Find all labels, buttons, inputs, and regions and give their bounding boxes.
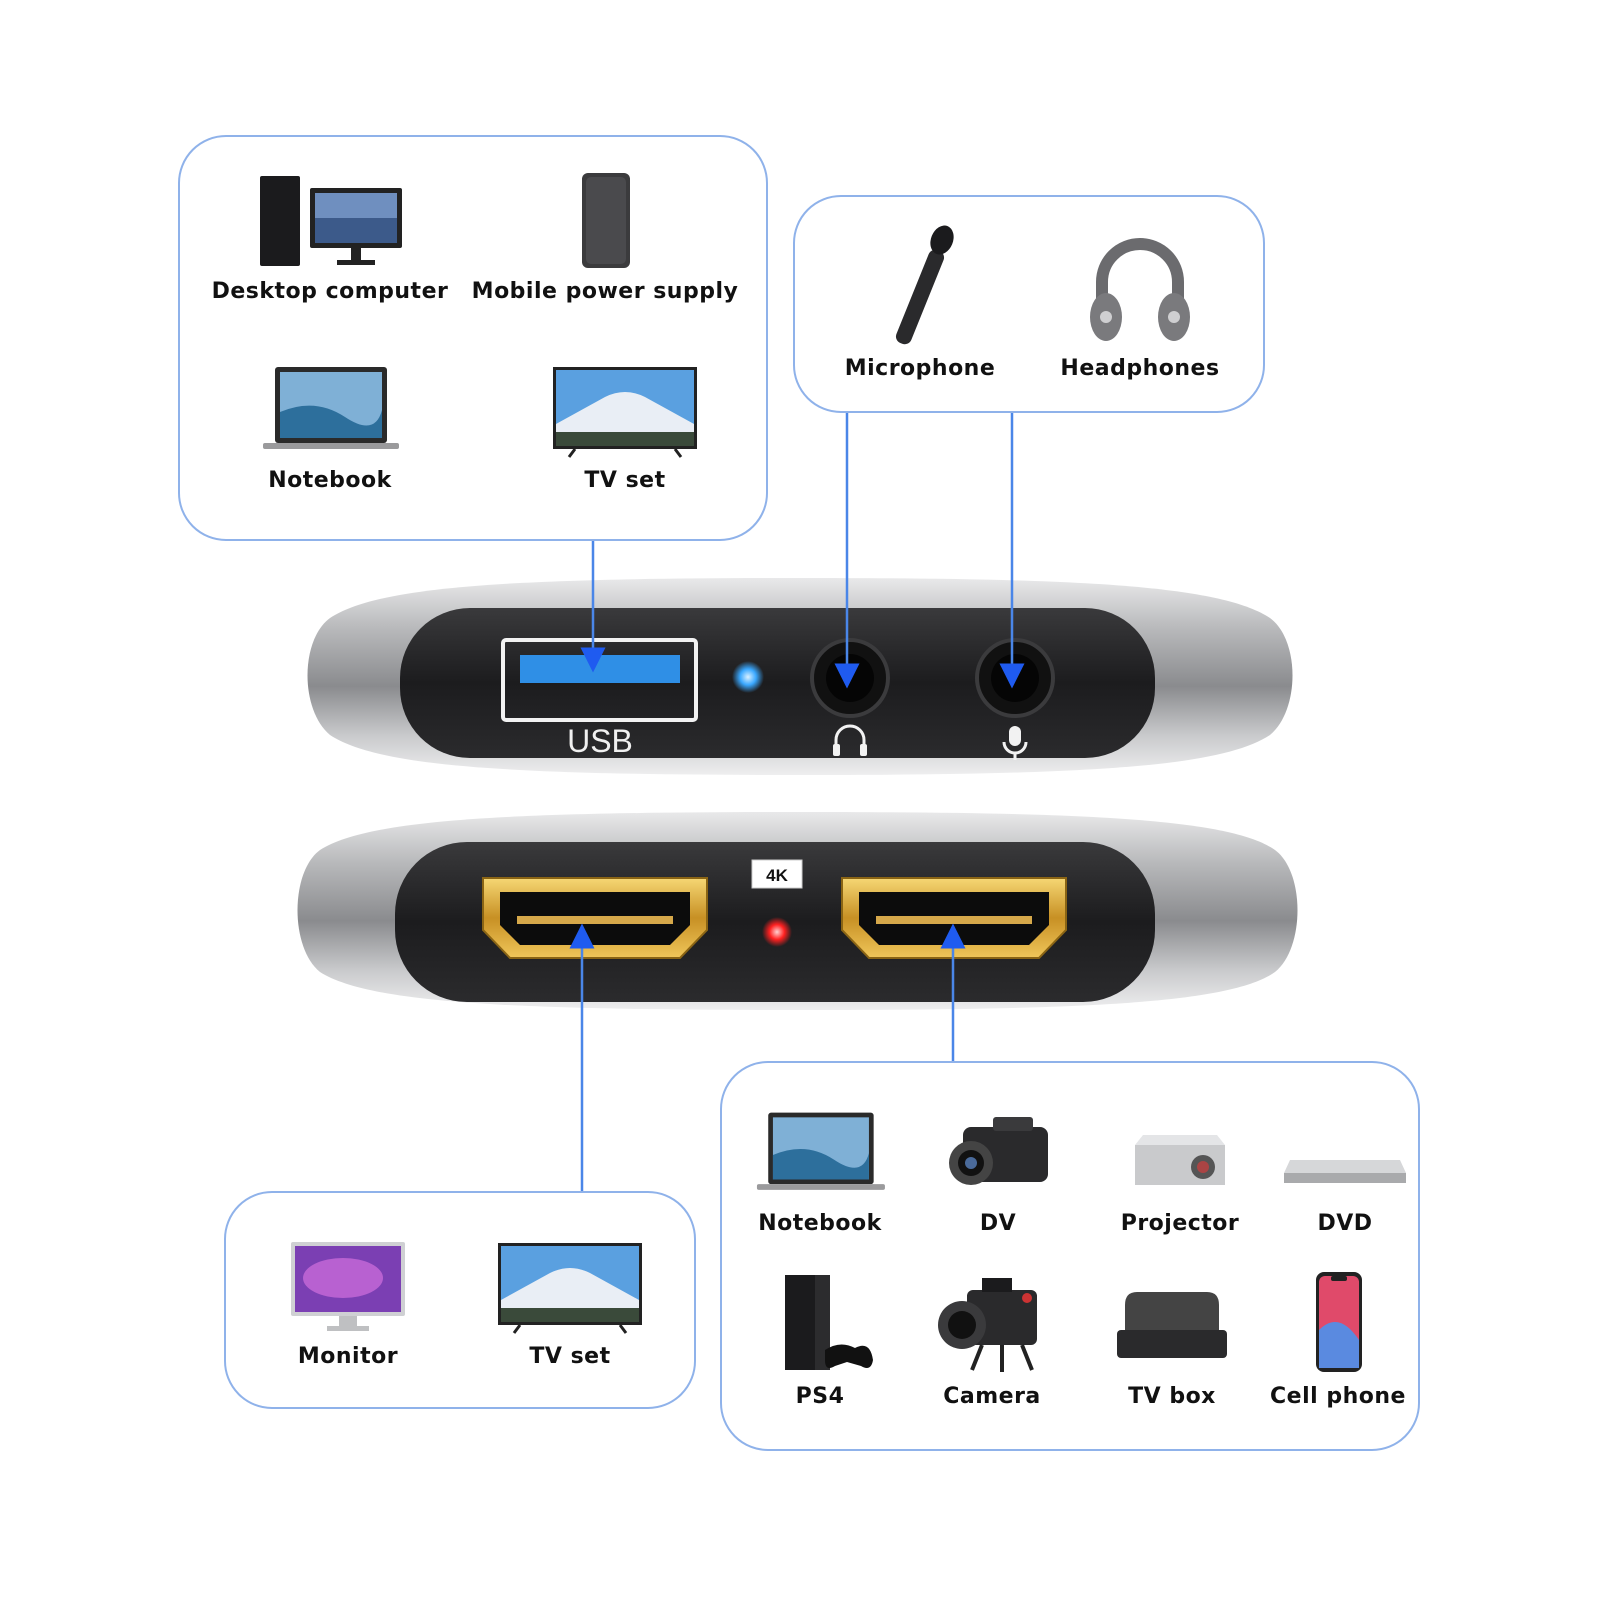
item-label: TV box bbox=[1128, 1384, 1216, 1409]
monitor-icon bbox=[291, 1242, 405, 1331]
status-led-red bbox=[762, 917, 792, 947]
item-label: DVD bbox=[1317, 1211, 1373, 1236]
status-led-blue bbox=[732, 661, 764, 693]
desktop-computer-icon bbox=[260, 176, 402, 266]
microphone-jack-icon bbox=[1002, 726, 1028, 760]
game-console-icon bbox=[785, 1275, 873, 1370]
cell-phone-icon bbox=[1316, 1272, 1362, 1372]
headphone-jack[interactable] bbox=[810, 638, 890, 718]
device-bottom-side: 4K bbox=[297, 812, 1298, 1010]
item-label: Notebook bbox=[268, 468, 392, 493]
microphone-jack[interactable] bbox=[975, 638, 1055, 718]
item-label: PS4 bbox=[795, 1384, 845, 1409]
dvd-player-icon bbox=[1284, 1160, 1406, 1183]
item-mobile-power-supply: Mobile power supply bbox=[472, 168, 738, 304]
power-bank-icon bbox=[582, 173, 630, 268]
item-dvd: DVD bbox=[1265, 1105, 1425, 1236]
laptop-icon bbox=[263, 367, 399, 449]
item-microphone: Microphone bbox=[820, 222, 1020, 381]
device-top-side: USB bbox=[307, 578, 1293, 775]
item-label: TV set bbox=[584, 468, 666, 493]
item-projector: Projector bbox=[1100, 1105, 1260, 1236]
item-label: Desktop computer bbox=[211, 279, 449, 304]
item-notebook: Notebook bbox=[740, 1105, 900, 1236]
item-label: Notebook bbox=[758, 1211, 882, 1236]
item-label: Monitor bbox=[297, 1344, 399, 1369]
usb-port-label: USB bbox=[567, 723, 633, 759]
usb-port[interactable] bbox=[501, 638, 698, 722]
tv-icon bbox=[553, 367, 697, 458]
microphone-icon bbox=[895, 225, 954, 345]
headphone-jack-icon bbox=[833, 724, 867, 756]
item-notebook: Notebook bbox=[210, 362, 450, 493]
item-label: Camera bbox=[943, 1384, 1041, 1409]
camcorder-icon bbox=[949, 1117, 1048, 1185]
item-tv-box: TV box bbox=[1092, 1270, 1252, 1409]
tv-box-icon bbox=[1117, 1292, 1227, 1358]
item-desktop-computer: Desktop computer bbox=[210, 168, 450, 304]
laptop-icon bbox=[756, 1112, 885, 1190]
hdmi-output-port[interactable] bbox=[482, 877, 708, 959]
item-label: TV set bbox=[529, 1344, 611, 1369]
item-dv: DV bbox=[918, 1105, 1078, 1236]
item-label: Mobile power supply bbox=[471, 279, 739, 304]
hdmi-input-port[interactable] bbox=[841, 877, 1067, 959]
projector-icon bbox=[1135, 1135, 1225, 1185]
item-headphones: Headphones bbox=[1040, 222, 1240, 381]
item-label: Cell phone bbox=[1270, 1384, 1406, 1409]
4k-badge: 4K bbox=[766, 866, 788, 885]
item-label: Microphone bbox=[844, 356, 996, 381]
item-label: Projector bbox=[1120, 1211, 1240, 1236]
item-tv-set: TV set bbox=[470, 1238, 670, 1369]
item-label: Headphones bbox=[1060, 356, 1220, 381]
item-monitor: Monitor bbox=[248, 1238, 448, 1369]
connector-lines bbox=[569, 413, 1025, 1191]
item-label: DV bbox=[979, 1211, 1017, 1236]
video-camera-icon bbox=[938, 1278, 1037, 1372]
tv-icon bbox=[498, 1243, 642, 1334]
item-tv-set: TV set bbox=[505, 362, 745, 493]
headphones-icon bbox=[1090, 238, 1190, 341]
item-camera: Camera bbox=[912, 1270, 1072, 1409]
item-ps4: PS4 bbox=[740, 1270, 900, 1409]
item-cell-phone: Cell phone bbox=[1258, 1270, 1418, 1409]
